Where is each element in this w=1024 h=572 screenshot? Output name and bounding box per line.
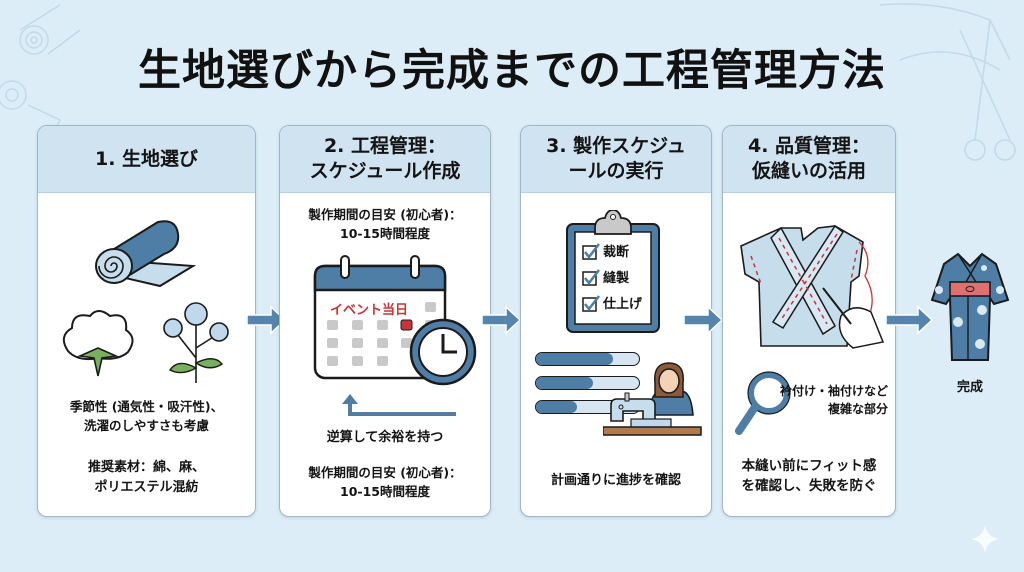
calendar-clock-icon [313,255,477,386]
flax-flower-icon [163,302,229,383]
materials-line: 推奨素材：綿、麻、 [87,460,205,475]
progress-bar-fill [536,401,578,413]
duration-estimate-top: 製作期間の目安 (初心者)： 10-15時間程度 [280,206,490,244]
duration-line: 製作期間の目安 (初心者)： [308,207,462,222]
duration-estimate-bottom: 製作期間の目安 (初心者)： 10-15時間程度 [280,464,490,502]
flow-arrow-icon [482,305,522,335]
duration-line: 10-15時間程度 [340,225,430,241]
step-heading-text: ールの実行 [568,160,664,182]
checklist-item: 仕上げ [603,297,643,312]
step-description: 季節性 (通気性・吸汗性)、 洗濯のしやすさも考慮 [38,398,255,436]
step-heading-text: 4. 品質管理： [747,135,871,158]
materials-line: ポリエステル混紡 [94,479,199,495]
duration-line: 製作期間の目安 (初心者)： [308,465,462,480]
backward-arrow-icon [342,394,456,416]
step-heading-text: 1. 生地選び [94,147,199,170]
progress-bar [535,376,640,390]
checklist-item: 裁断 [603,245,630,260]
progress-bar-fill [536,353,614,365]
duration-line: 10-15時間程度 [340,483,430,499]
quality-caption: 本縫い前にフィット感 を確認し、失敗を防ぐ [723,456,895,497]
step-heading: 1. 生地選び [38,126,255,193]
magnifier-icon [735,371,791,435]
step-card-fabric-selection: 1. 生地選び 季節性 (通気性・吸汗性)、 洗濯のしやすさも考慮 推奨素材：綿… [37,125,256,517]
step-card-schedule: 2. 工程管理： スケジュール作成 製作期間の目安 (初心者)： 10-15時間… [279,125,491,517]
checklist: 裁断 縫製 仕上げ [603,240,642,318]
final-label: 完成 [956,380,983,395]
flow-arrow-icon [684,305,724,335]
progress-caption: 計画通りに進捗を確認 [550,473,681,488]
magnifier-label-line: 複雑な部分 [827,402,888,416]
step-heading-text: スケジュール作成 [309,160,461,182]
description-line: 季節性 (通気性・吸汗性)、 [69,399,224,414]
step-heading-text: 仮縫いの活用 [751,160,866,182]
magnifier-label: 衿付け・袖付けなど 複雑な部分 [763,382,888,418]
step-card-quality-control: 4. 品質管理： 仮縫いの活用 衿付け・袖付けなど 複雑な部分 本縫い前にフィッ… [722,125,896,517]
step-heading-text: 3. 製作スケジュ [546,135,686,158]
magnifier-label-line: 衿付け・袖付けなど [779,384,888,398]
fabric-roll-icon [95,220,197,288]
step-heading-text: 2. 工程管理： [323,135,447,158]
basting-kimono-icon [740,224,885,349]
yukata-icon [930,252,1010,361]
step-heading: 2. 工程管理： スケジュール作成 [280,126,490,193]
caption-line: 本縫い前にフィット感 [741,458,877,474]
caption-line: を確認し、失敗を防ぐ [741,478,877,495]
cotton-boll-icon [62,310,134,377]
flow-arrow-icon [247,305,287,335]
step-heading: 4. 品質管理： 仮縫いの活用 [723,126,895,193]
description-line: 洗濯のしやすさも考慮 [84,417,209,433]
clipboard-checklist-icon [566,210,660,333]
sparkle-icon [971,525,999,553]
progress-bar-fill [536,377,593,389]
backward-planning-label: 逆算して余裕を持つ [326,430,444,445]
flow-arrow-icon [886,305,934,335]
page-title: 生地選びから完成までの工程管理方法 [138,46,886,96]
step-heading: 3. 製作スケジュ ールの実行 [521,126,711,193]
progress-bar [535,352,640,366]
step-card-execution: 3. 製作スケジュ ールの実行 裁断 縫製 仕上げ 計画通りに進捗を確認 [520,125,712,517]
sewing-person-icon [603,362,702,436]
calendar-event-label: イベント当日 [330,303,409,318]
checklist-item: 縫製 [603,271,630,286]
recommended-materials: 推奨素材：綿、麻、 ポリエステル混紡 [38,458,255,497]
